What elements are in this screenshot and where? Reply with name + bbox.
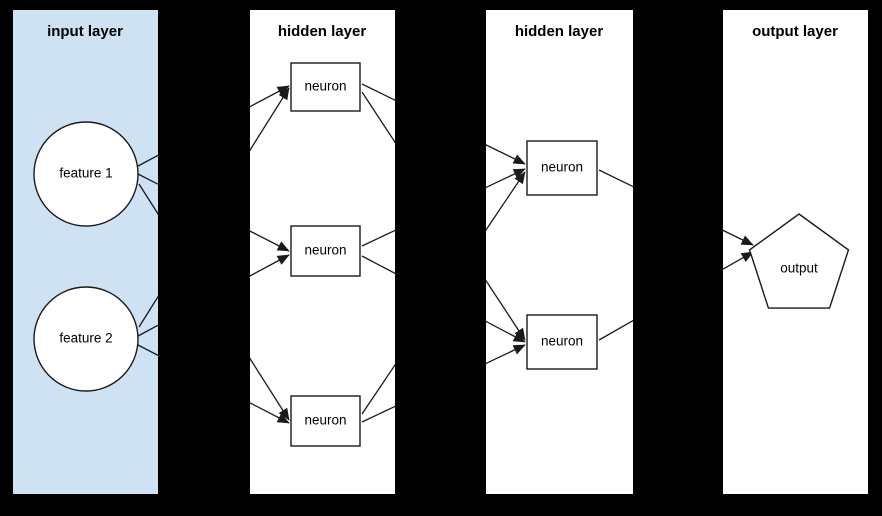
arrow-head-icon <box>278 87 290 101</box>
node-h2-neuron-2[interactable]: neuron <box>526 314 598 370</box>
node-label-feature-1: feature 1 <box>59 166 112 181</box>
connection-edge-h1n3-h2n1-src <box>361 363 395 415</box>
connection-line <box>250 85 290 108</box>
connection-edge-h1n1-h2n1-src <box>361 83 395 101</box>
layer-panels-group: input layer hidden layer hidden layer outpu… <box>13 10 868 494</box>
node-rect-h2-neuron-2[interactable] <box>526 314 598 370</box>
node-label-h1-neuron-1: neuron <box>304 79 346 94</box>
connection-edge-h2n1-output-dst <box>723 229 754 246</box>
arrow-head-icon <box>276 241 290 252</box>
node-h2-neuron-1[interactable]: neuron <box>526 140 598 196</box>
node-rect-h2-neuron-1[interactable] <box>526 140 598 196</box>
node-output-node[interactable]: output <box>748 213 850 309</box>
connection-line <box>250 254 290 277</box>
arrow-head-icon <box>278 407 290 421</box>
node-circle-feature-1[interactable] <box>33 121 139 227</box>
arrow-head-icon <box>512 168 526 179</box>
connection-line <box>250 87 290 152</box>
connection-line <box>361 91 395 144</box>
connection-edge-h1n3-h2n1-dst <box>486 171 526 232</box>
connection-line <box>486 344 526 365</box>
connection-edge-h2n1-output-src <box>598 169 633 188</box>
layer-panel-input-layer: input layer <box>13 10 158 494</box>
node-label-h1-neuron-3: neuron <box>304 413 346 428</box>
panel-background-input-layer <box>13 10 158 494</box>
node-feature-1[interactable]: feature 1 <box>33 121 139 227</box>
connection-edge-h1n2-h2n1-dst <box>486 168 526 189</box>
connection-line <box>486 320 526 343</box>
connection-line <box>250 230 290 252</box>
connection-line <box>723 229 754 246</box>
connection-line <box>486 144 526 165</box>
node-pentagon-output-node[interactable] <box>748 213 850 309</box>
node-rect-h1-neuron-2[interactable] <box>290 225 361 277</box>
connection-line <box>486 279 526 341</box>
connection-edge-h1n3-h2n2-dst <box>486 344 526 365</box>
node-circle-feature-2[interactable] <box>33 286 139 392</box>
connection-line <box>486 168 526 189</box>
node-label-h1-neuron-2: neuron <box>304 243 346 258</box>
connection-line <box>723 251 754 270</box>
nodes-group: feature 1 feature 2 neuron neuron neuron neur… <box>33 62 850 447</box>
node-label-feature-2: feature 2 <box>59 331 112 346</box>
connection-edge-h1n1-h2n2-src <box>361 91 395 144</box>
arrow-head-icon <box>514 171 526 185</box>
arrow-head-icon <box>512 332 526 343</box>
arrow-head-icon <box>740 251 754 262</box>
node-label-h2-neuron-1: neuron <box>541 160 583 175</box>
connection-line <box>250 402 290 424</box>
node-h1-neuron-3[interactable]: neuron <box>290 395 361 447</box>
connection-line <box>361 229 395 247</box>
connection-line <box>361 363 395 415</box>
arrow-head-icon <box>276 254 290 265</box>
arrow-head-icon <box>740 235 754 246</box>
connection-line <box>486 171 526 232</box>
panel-title-output-layer: output layer <box>752 23 838 40</box>
connection-edge-h1n2-h2n2-dst <box>486 320 526 343</box>
connection-edge-f1-h1n2-dst <box>250 230 290 252</box>
panel-title-hidden-layer-1: hidden layer <box>278 23 367 40</box>
node-rect-h1-neuron-1[interactable] <box>290 62 361 112</box>
arrow-head-icon <box>512 344 526 355</box>
connection-edge-h1n2-h2n2-src <box>361 255 395 275</box>
connection-edge-h1n3-h2n2-src <box>361 405 395 423</box>
arrow-head-icon <box>276 413 290 424</box>
panel-title-input-layer: input layer <box>47 23 123 40</box>
connection-edge-h1n2-h2n1-src <box>361 229 395 247</box>
connection-edge-f2-h1n2-dst <box>250 254 290 277</box>
connection-edge-f2-h1n1-dst <box>250 87 290 152</box>
node-h1-neuron-2[interactable]: neuron <box>290 225 361 277</box>
node-label-output-node: output <box>780 261 818 276</box>
connection-edge-f2-h1n3-dst <box>250 402 290 424</box>
connection-line <box>361 83 395 101</box>
node-rect-h1-neuron-3[interactable] <box>290 395 361 447</box>
panel-title-hidden-layer-2: hidden layer <box>515 23 604 40</box>
connection-line <box>361 255 395 275</box>
panel-background-hidden-layer-2 <box>486 10 633 494</box>
connection-line <box>361 405 395 423</box>
connection-edge-f1-h1n3-dst <box>250 357 290 421</box>
connection-line <box>598 169 633 188</box>
connection-edge-h1n1-h2n1-dst <box>486 144 526 165</box>
connection-line <box>598 319 633 341</box>
node-label-h2-neuron-2: neuron <box>541 334 583 349</box>
connection-edge-h2n2-output-src <box>598 319 633 341</box>
arrow-head-icon <box>512 154 526 165</box>
node-h1-neuron-1[interactable]: neuron <box>290 62 361 112</box>
connections-group <box>137 83 754 424</box>
connection-line <box>250 357 290 421</box>
connection-edge-h2n2-output-dst <box>723 251 754 270</box>
node-feature-2[interactable]: feature 2 <box>33 286 139 392</box>
layer-panel-hidden-layer-2: hidden layer <box>486 10 633 494</box>
